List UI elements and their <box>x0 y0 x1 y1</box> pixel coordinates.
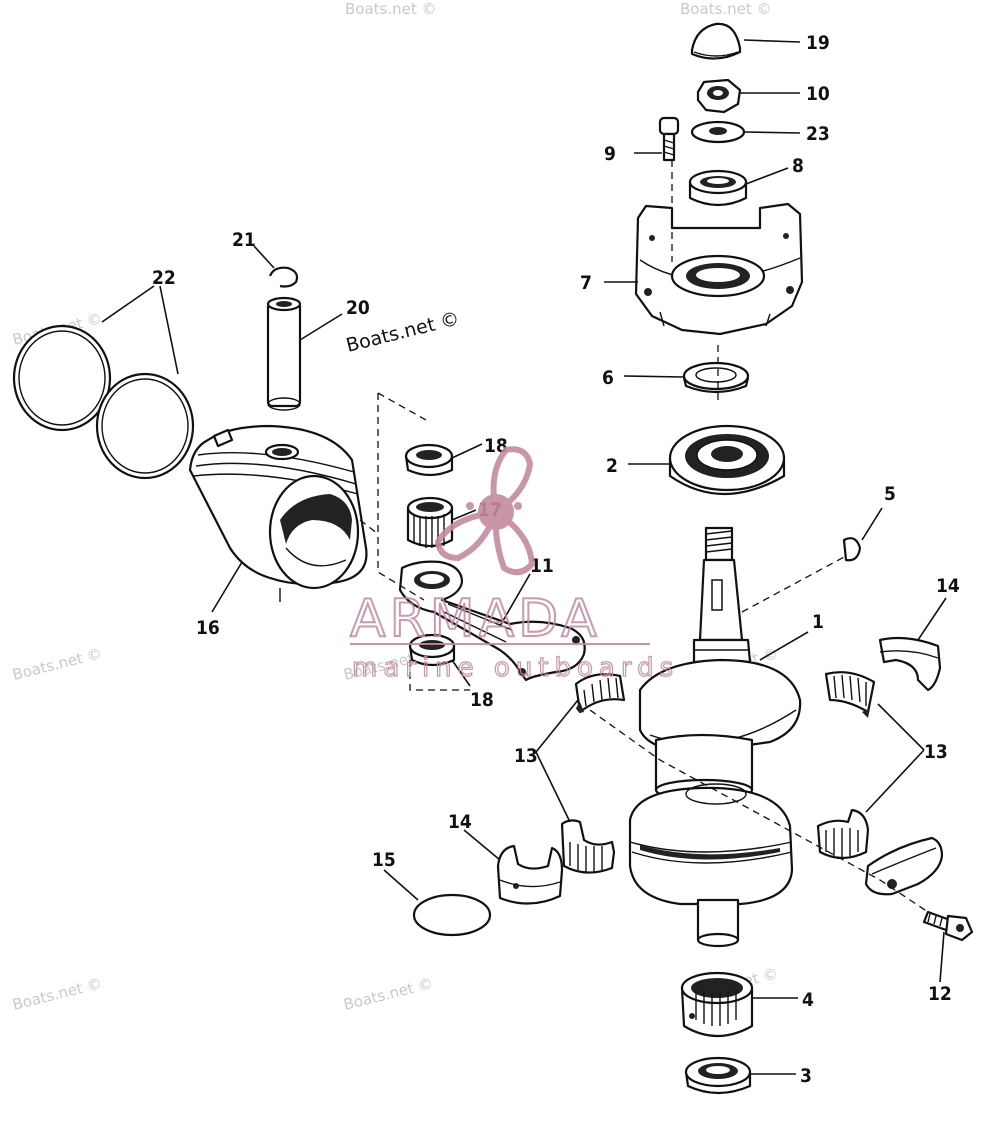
part-16-piston <box>188 424 368 602</box>
part-19-wrist-pin <box>266 296 302 411</box>
watermark-text: Boats.net © <box>680 0 772 18</box>
part-13-needle-bearing-b <box>824 671 876 718</box>
watermark-text: Boats.net © <box>11 644 104 684</box>
callout-22: 19 <box>806 32 830 54</box>
brand-tagline: marine outboards <box>352 653 679 683</box>
part-18-washer-lower <box>408 633 456 667</box>
callout-20: 21 <box>232 229 256 251</box>
leader-lines <box>101 39 947 1075</box>
callout-10: 10 <box>806 83 830 105</box>
part-11-connecting-rod <box>398 560 586 682</box>
callout-14-right: 14 <box>936 575 960 597</box>
part-13-needle-bearing-c <box>560 819 616 874</box>
watermark-text: Boats.net © <box>342 974 435 1014</box>
watermark-text: Boats.net © <box>11 974 104 1014</box>
part-6-seal <box>682 361 750 394</box>
callout-14-left: 14 <box>448 811 472 833</box>
callout-23: 23 <box>806 123 830 145</box>
part-14-cage-left <box>496 844 564 905</box>
callout-21: 22 <box>152 267 176 289</box>
callout-2: 2 <box>606 455 618 477</box>
part-20-clip <box>268 266 299 288</box>
callout-9: 9 <box>604 143 616 165</box>
part-13-needle-bearing-a <box>574 673 626 714</box>
part-17-needle-bearing <box>406 496 454 548</box>
callout-16: 16 <box>196 617 220 639</box>
callout-13-right: 13 <box>924 741 948 763</box>
part-1-crankshaft <box>628 526 802 948</box>
callout-7: 7 <box>580 272 592 294</box>
callout-15: 15 <box>372 849 396 871</box>
callout-1: 1 <box>812 611 824 633</box>
part-3-seal <box>684 1056 752 1095</box>
callout-11: 11 <box>530 555 554 577</box>
part-14-cage-right <box>878 636 942 692</box>
callout-6: 6 <box>602 367 614 389</box>
part-22-cap <box>690 22 742 60</box>
brand-name: ARMADA <box>350 589 601 649</box>
callout-13-left: 13 <box>514 745 538 767</box>
part-10-nut <box>696 78 742 114</box>
part-9-screw <box>658 116 680 162</box>
part-18-washer-upper <box>404 443 454 477</box>
callout-5: 5 <box>884 483 896 505</box>
part-7-end-cap <box>634 202 804 336</box>
part-12-bolt <box>922 910 974 942</box>
part-4-bearing <box>680 971 754 1037</box>
part-21-piston-ring-b <box>95 372 195 480</box>
part-21-piston-ring-a <box>12 324 112 432</box>
callout-19: 20 <box>346 297 370 319</box>
watermark-text: Boats.net © <box>345 0 437 18</box>
callout-12: 12 <box>928 983 952 1005</box>
part-14-cage-lower-right <box>864 836 944 896</box>
part-2-bearing <box>668 424 786 496</box>
part-13-needle-bearing-d <box>816 808 870 860</box>
part-23-washer <box>690 120 746 144</box>
part-5-key <box>842 537 862 562</box>
callout-3: 3 <box>800 1065 812 1087</box>
propeller-logo-icon <box>434 446 536 576</box>
callout-8: 8 <box>792 155 804 177</box>
part-15-ring <box>412 893 492 937</box>
part-8-seal <box>688 169 748 207</box>
callout-4: 4 <box>802 989 814 1011</box>
callout-18-lower: 18 <box>470 689 494 711</box>
alignment-lines <box>359 160 929 913</box>
brand-watermark: ARMADA marine outboards <box>349 446 679 684</box>
callout-labels: 19 10 23 9 8 7 6 2 5 1 14 11 18 17 18 20… <box>152 32 960 1087</box>
